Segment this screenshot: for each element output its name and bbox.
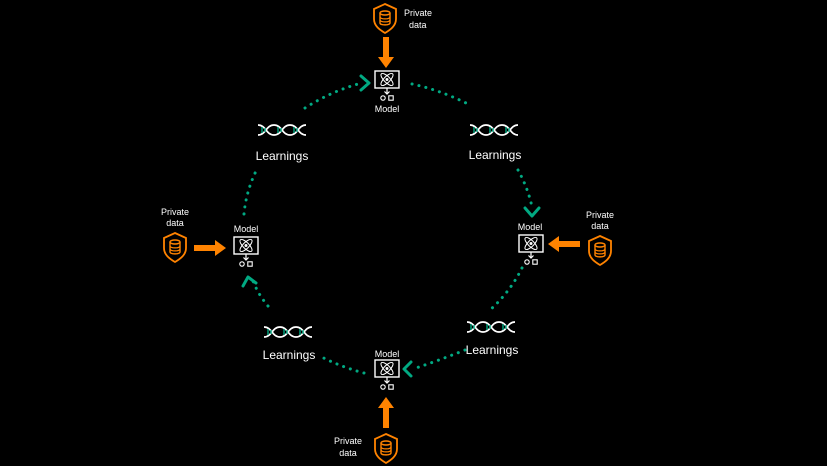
private-data-label: Private bbox=[586, 210, 614, 220]
learnings-label: Learnings bbox=[466, 343, 519, 357]
learnings-bottom-left: Learnings bbox=[263, 326, 316, 362]
connector-bottom-right bbox=[414, 348, 467, 370]
learnings-bottom-right: Learnings bbox=[466, 321, 519, 357]
model-icon bbox=[374, 359, 400, 390]
node-top: Private data Model bbox=[373, 3, 432, 114]
node-left: Model Private data bbox=[161, 207, 259, 267]
model-label: Model bbox=[375, 104, 400, 114]
node-right: Model Private data bbox=[518, 210, 614, 266]
model-label: Model bbox=[375, 349, 400, 359]
dna-icon bbox=[469, 124, 519, 136]
database-shield-icon bbox=[588, 235, 612, 266]
connector-left-upper bbox=[242, 169, 258, 216]
learnings-label: Learnings bbox=[469, 148, 522, 162]
learnings-top-left: Learnings bbox=[256, 124, 309, 163]
connector-bottom-left bbox=[316, 353, 366, 375]
connector-top-right bbox=[410, 82, 470, 106]
learnings-top-right: Learnings bbox=[469, 124, 522, 162]
private-data-label: Private bbox=[334, 436, 362, 446]
arrow-right-icon bbox=[194, 240, 226, 256]
model-icon bbox=[518, 234, 544, 265]
chevron-up-icon bbox=[241, 275, 258, 288]
private-data-label: data bbox=[166, 218, 184, 228]
database-shield-icon bbox=[163, 232, 187, 263]
node-bottom: Model Private data bbox=[334, 349, 400, 464]
private-data-arrows bbox=[194, 37, 580, 428]
dna-icon bbox=[257, 124, 307, 136]
connector-right-lower bbox=[488, 266, 524, 312]
connector-right-upper bbox=[516, 168, 534, 209]
cycle-arrowheads bbox=[241, 74, 541, 378]
database-shield-icon bbox=[373, 3, 397, 34]
model-icon bbox=[233, 236, 259, 267]
private-data-label: data bbox=[339, 448, 357, 458]
database-shield-icon bbox=[374, 433, 398, 464]
private-data-label: Private bbox=[404, 8, 432, 18]
dna-icon bbox=[263, 326, 313, 338]
model-icon bbox=[374, 70, 400, 101]
chevron-right-icon bbox=[359, 74, 371, 92]
private-data-label: data bbox=[409, 20, 427, 30]
arrow-up-icon bbox=[378, 397, 394, 428]
dna-icon bbox=[466, 321, 516, 333]
connector-top-left bbox=[303, 82, 360, 110]
model-label: Model bbox=[234, 224, 259, 234]
chevron-left-icon bbox=[402, 360, 413, 378]
learnings-label: Learnings bbox=[256, 149, 309, 163]
chevron-down-icon bbox=[523, 206, 541, 218]
private-data-label: Private bbox=[161, 207, 189, 217]
arrow-down-icon bbox=[378, 37, 394, 68]
private-data-label: data bbox=[591, 221, 609, 231]
model-label: Model bbox=[518, 222, 543, 232]
learnings-label: Learnings bbox=[263, 348, 316, 362]
arrow-left-icon bbox=[548, 236, 580, 252]
